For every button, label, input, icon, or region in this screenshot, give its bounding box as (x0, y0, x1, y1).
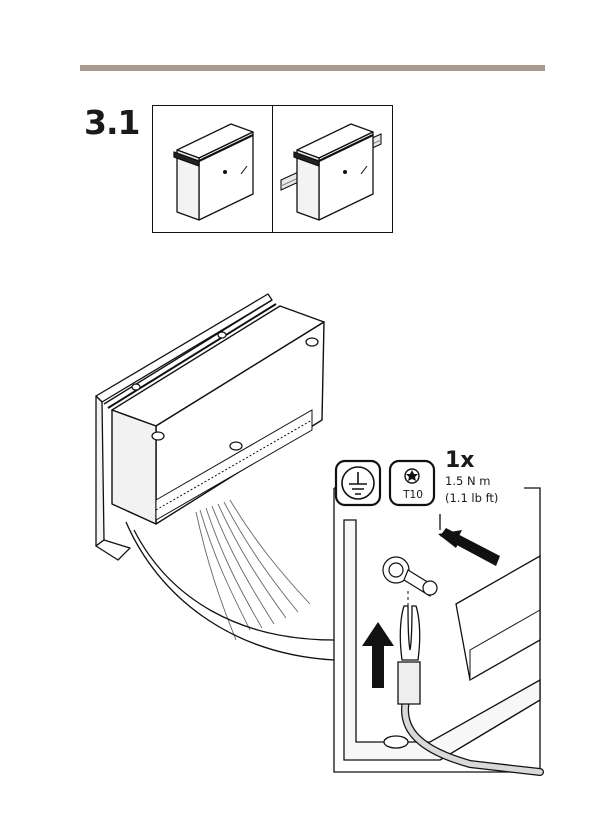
torx-bit-label: T10 (400, 489, 426, 501)
torque-metric: 1.5 N m (445, 473, 498, 490)
ground-symbol-icon (336, 461, 380, 505)
callout-line (134, 530, 334, 640)
fasten-direction-arrow (440, 528, 500, 566)
callout-line-outer (126, 522, 334, 660)
torque-imperial: (1.1 lb ft) (445, 490, 498, 507)
fork-terminal (398, 606, 420, 704)
torx-screw (383, 557, 437, 596)
fastener-spec: 1x 1.5 N m (1.1 lb ft) (445, 449, 498, 507)
insert-direction-arrow (362, 622, 394, 688)
fastener-quantity: 1x (445, 449, 498, 473)
cable-bundle (196, 500, 310, 640)
plate-hole (384, 736, 408, 748)
